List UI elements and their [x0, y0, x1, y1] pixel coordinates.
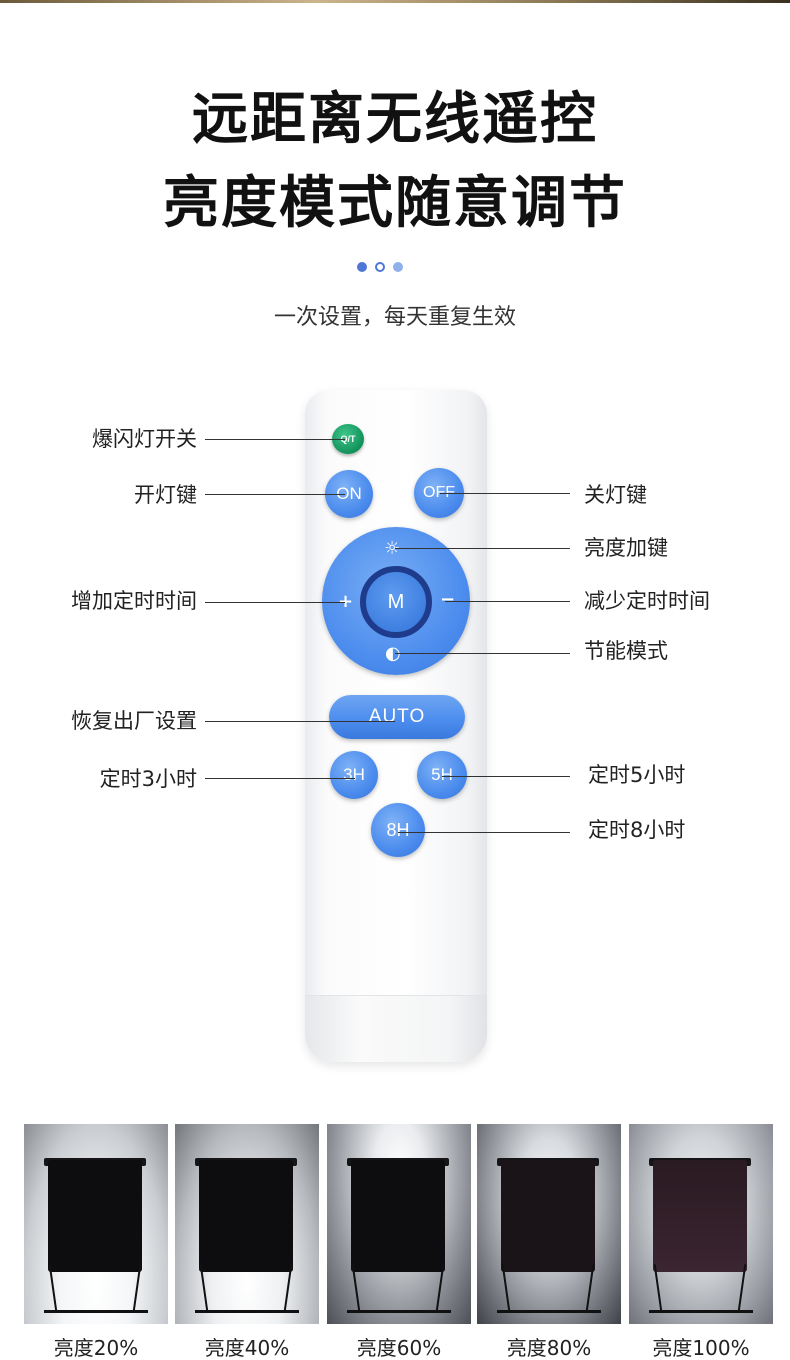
label-off-key: 关灯键: [584, 483, 647, 507]
label-energy-mode: 节能模式: [584, 639, 668, 663]
label-brightness-up: 亮度加键: [584, 536, 668, 560]
remote-bottom-cap: [305, 995, 487, 1062]
subtitle: 一次设置，每天重复生效: [273, 305, 516, 330]
label-time-reduce: 减少定时时间: [584, 589, 710, 613]
brightness-photo-100: [629, 1124, 773, 1324]
caption-40: 亮度40%: [204, 1336, 290, 1360]
callout-line-3h: [205, 778, 355, 779]
callout-line-on: [205, 494, 345, 495]
dot-light: [393, 262, 403, 272]
callout-line-off: [440, 493, 570, 494]
callout-line-energy: [395, 653, 570, 654]
callout-line-reset: [205, 721, 395, 722]
brightness-photo-80: [477, 1124, 621, 1324]
label-timer-8h: 定时8小时: [588, 818, 686, 842]
label-flash-switch: 爆闪灯开关: [92, 427, 197, 451]
timer-3h-button[interactable]: 3H: [330, 751, 378, 799]
brightness-photo-40: [175, 1124, 319, 1324]
minus-button[interactable]: −: [440, 589, 456, 610]
caption-80: 亮度80%: [506, 1336, 592, 1360]
half-sun-icon[interactable]: ◐: [385, 643, 401, 664]
brightness-photo-60: [327, 1124, 471, 1324]
brightness-photo-20: [24, 1124, 168, 1324]
mode-button[interactable]: M: [360, 566, 432, 638]
callout-line-time-add: [205, 602, 345, 603]
label-on-key: 开灯键: [134, 483, 197, 507]
callout-line-8h: [398, 832, 570, 833]
timer-8h-button[interactable]: 8H: [371, 803, 425, 857]
caption-100: 亮度100%: [652, 1336, 750, 1360]
top-decor-strip: [0, 0, 790, 3]
label-timer-5h: 定时5小时: [588, 763, 686, 787]
callout-line-brightness: [395, 548, 570, 549]
sun-icon[interactable]: ☼: [384, 538, 401, 559]
headline-line-1: 远距离无线遥控: [192, 87, 598, 152]
caption-20: 亮度20%: [53, 1336, 139, 1360]
decor-dots: [357, 262, 403, 272]
label-factory-reset: 恢复出厂设置: [71, 709, 197, 733]
timer-5h-button[interactable]: 5H: [417, 751, 467, 799]
callout-line-flash: [205, 439, 345, 440]
dot-filled: [357, 262, 367, 272]
plus-button[interactable]: +: [338, 591, 354, 612]
auto-button[interactable]: AUTO: [329, 695, 465, 739]
label-timer-3h: 定时3小时: [99, 767, 197, 791]
callout-line-5h: [442, 776, 570, 777]
headline-line-2: 亮度模式随意调节: [163, 171, 627, 236]
dot-outline: [375, 262, 385, 272]
caption-60: 亮度60%: [356, 1336, 442, 1360]
label-time-add: 增加定时时间: [71, 589, 197, 613]
callout-line-time-reduce: [445, 601, 570, 602]
